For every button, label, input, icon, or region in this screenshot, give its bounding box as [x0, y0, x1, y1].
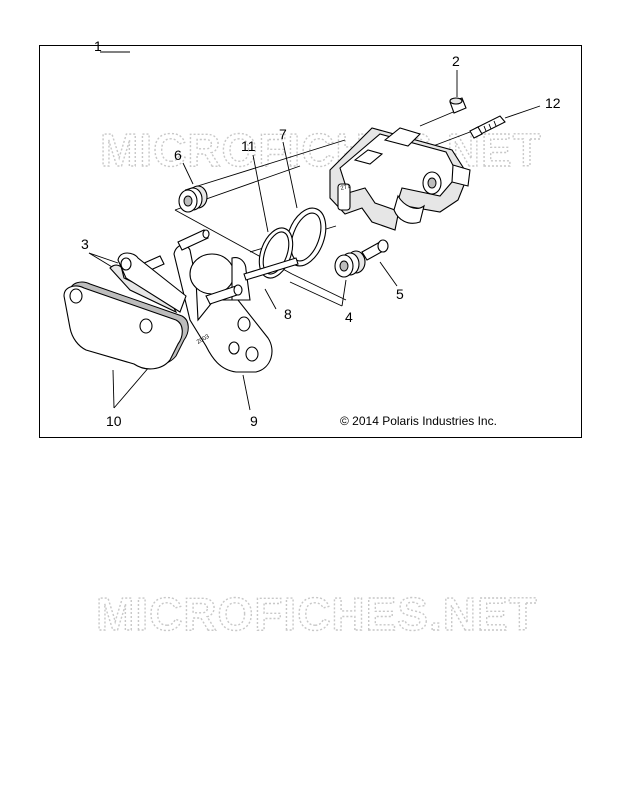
callout-3: 3: [81, 236, 89, 252]
pin-boot-upper: [178, 185, 208, 213]
copyright-notice: © 2014 Polaris Industries Inc.: [340, 414, 497, 428]
callout-9: 9: [250, 413, 258, 429]
bleeder-cap: [449, 97, 467, 114]
callout-10: 10: [106, 413, 122, 429]
piston-seal-ring: [285, 207, 327, 267]
pin-boot-lower: [334, 250, 366, 278]
watermark-bottom: MICROFICHES.NET: [96, 588, 538, 640]
callout-2: 2: [452, 53, 460, 69]
callout-5: 5: [396, 286, 404, 302]
callout-4: 4: [345, 309, 353, 325]
callout-11: 11: [241, 138, 256, 154]
callout-labels: 1 2 3 4 5 6 7 8 9 10 11 12: [81, 38, 561, 429]
bleeder-screw: [469, 115, 506, 139]
brake-pads: [63, 252, 189, 370]
callout-6: 6: [174, 147, 182, 163]
callout-7: 7: [279, 126, 287, 142]
caliper-body: 271: [329, 127, 471, 231]
mounting-bracket: 2003: [173, 244, 273, 373]
callout-1: 1: [94, 38, 102, 54]
callout-12: 12: [545, 95, 561, 111]
callout-8: 8: [284, 306, 292, 322]
slide-pin-right: [361, 239, 389, 261]
diagram-frame: [39, 45, 582, 438]
watermark-top: MICROFICHES.NET: [100, 124, 542, 176]
caliper-stamp: 271: [340, 184, 352, 192]
